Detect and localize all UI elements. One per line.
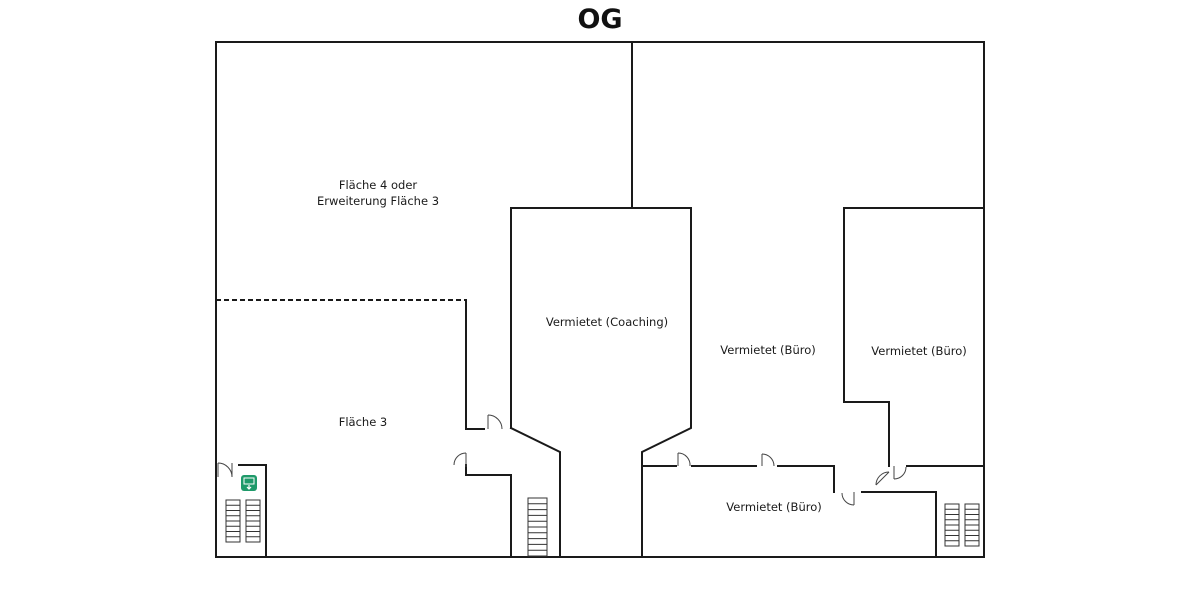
wall-coaching-left-funnel [509,426,561,558]
room-label-flaeche4-line1: Fläche 4 oder [339,178,418,192]
stairs-center [527,497,548,557]
room-label-coaching: Vermietet (Coaching) [546,315,668,329]
room-label-buero-right: Vermietet (Büro) [871,344,966,358]
room-label-buero-center: Vermietet (Büro) [720,343,815,357]
wall-buero-right [843,207,985,467]
door-flaeche3-left [217,462,233,478]
stairs-right [944,503,980,547]
emergency-exit-sign-icon [241,475,257,491]
room-label-buero-bottom: Vermietet (Büro) [726,500,821,514]
door-buero-bottom-1 [677,452,691,467]
floor-title: OG [577,4,623,35]
room-label-flaeche3: Fläche 3 [339,415,388,429]
door-buero-right-1 [875,471,890,486]
door-flaeche3-corridor [487,414,503,430]
door-buero-right-2 [893,466,907,480]
door-flaeche3-side [453,452,467,467]
door-buero-bottom-2 [761,453,775,467]
door-buero-bottom-right [841,492,855,506]
stairs-left [225,499,261,543]
room-label-flaeche4-line2: Erweiterung Fläche 3 [317,194,439,208]
wall-coaching-room [510,207,692,558]
